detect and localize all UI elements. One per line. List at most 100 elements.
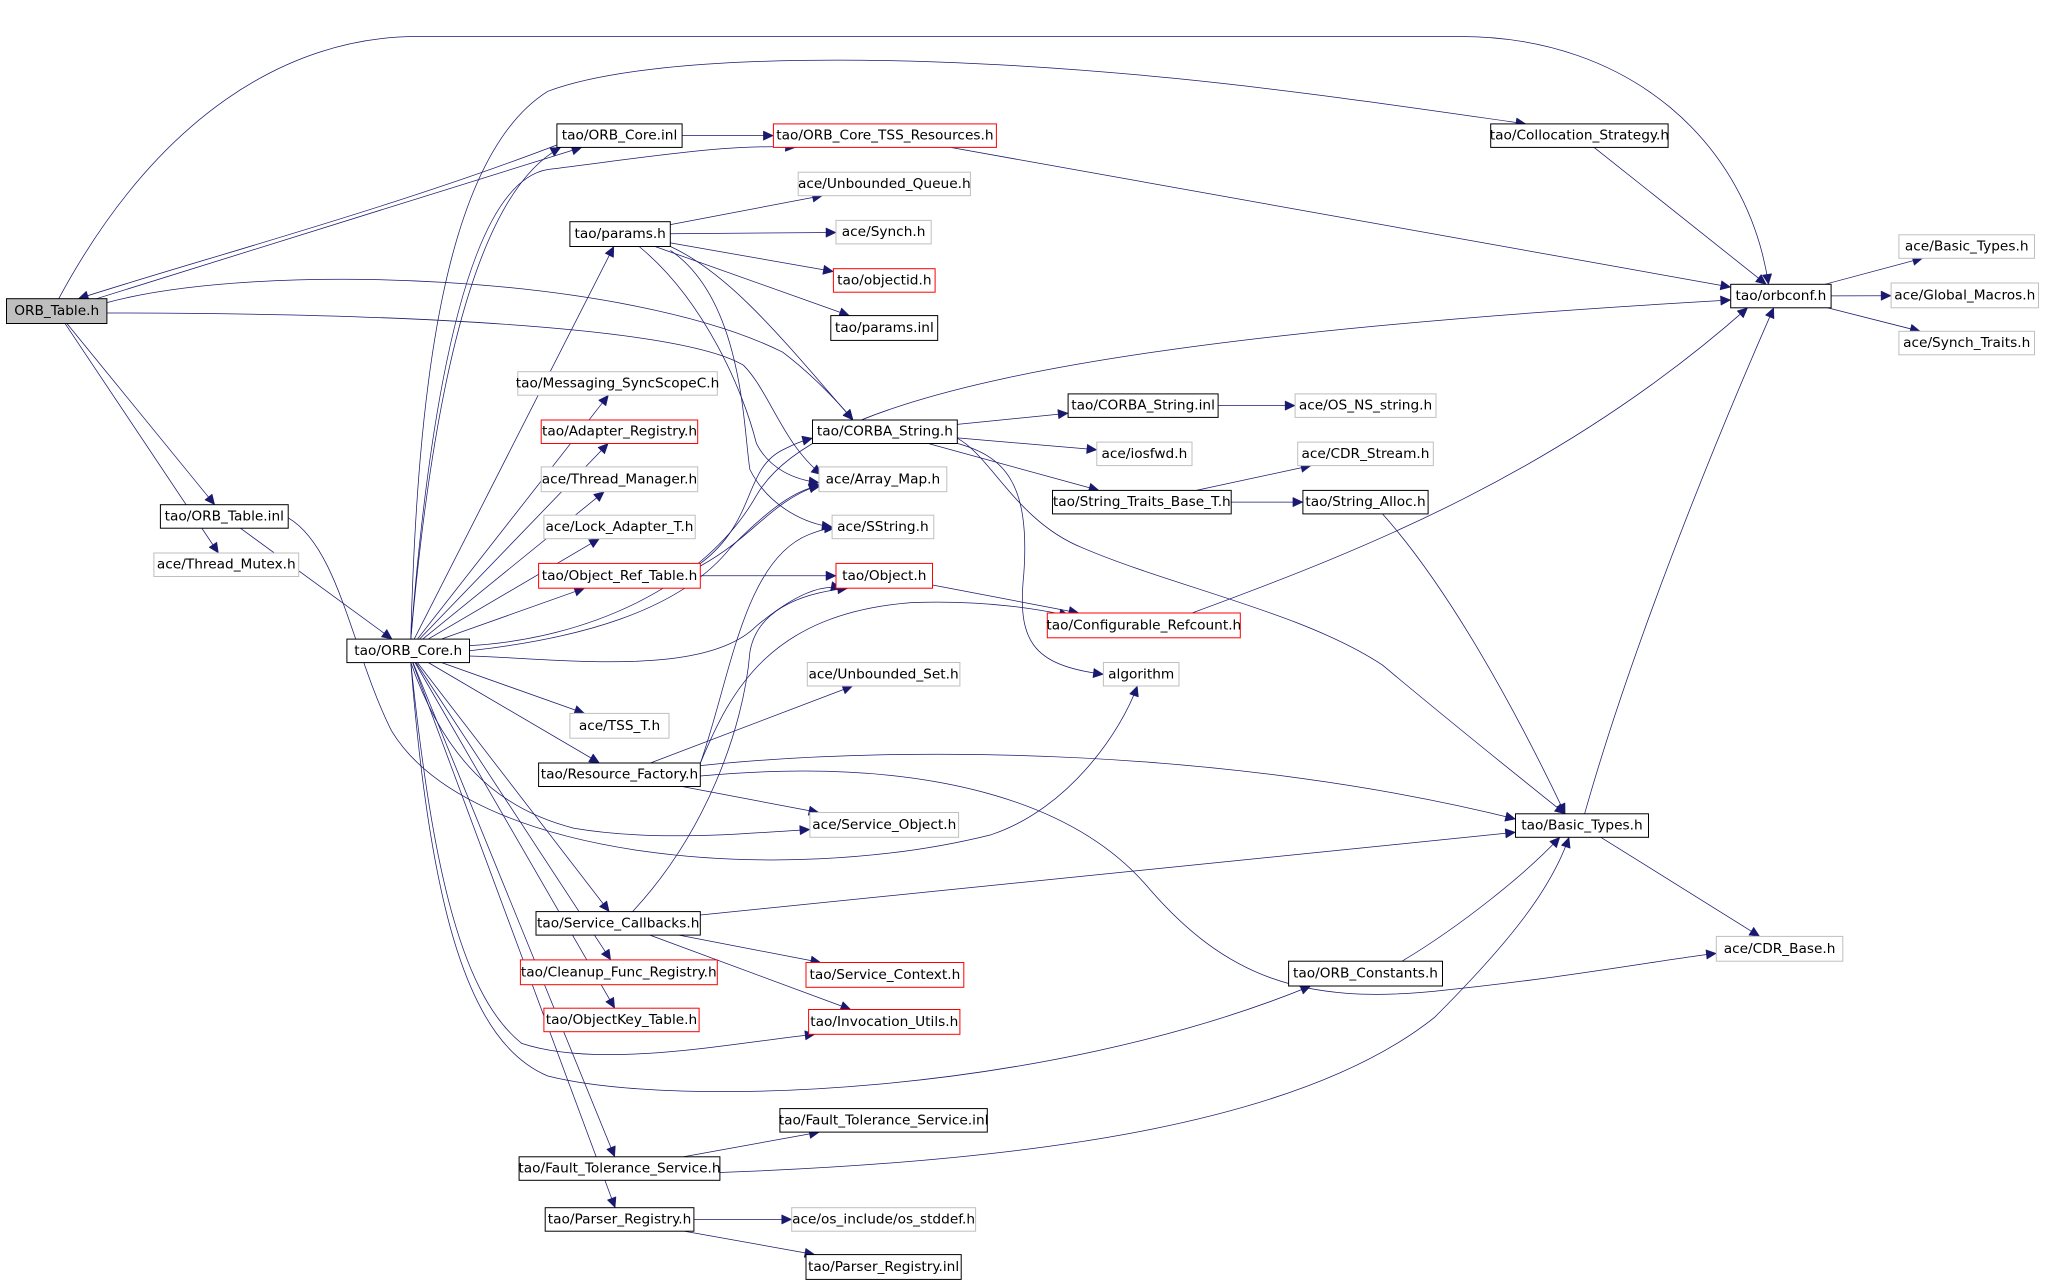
node-box[interactable]	[1890, 282, 2039, 309]
node-box[interactable]	[1046, 612, 1241, 639]
node-global-macros[interactable]: ace/Global_Macros.h	[1890, 282, 2039, 309]
node-box[interactable]	[832, 268, 936, 293]
node-service-object[interactable]: ace/Service_Object.h	[809, 812, 960, 838]
node-box[interactable]	[346, 638, 470, 664]
node-box[interactable]	[1096, 441, 1193, 467]
node-box[interactable]	[835, 219, 932, 245]
node-box[interactable]	[543, 514, 696, 540]
node-parser-registry-inl[interactable]: tao/Parser_Registry.inl	[805, 1254, 962, 1280]
node-box[interactable]	[535, 911, 701, 936]
node-box[interactable]	[805, 962, 965, 988]
node-orb-table-h[interactable]: ORB_Table.h	[6, 298, 108, 325]
node-box[interactable]	[540, 466, 699, 493]
node-cdr-base[interactable]: ace/CDR_Base.h	[1715, 935, 1844, 962]
node-box[interactable]	[797, 171, 971, 197]
node-box[interactable]	[1715, 935, 1844, 962]
node-sstring[interactable]: ace/SString.h	[831, 514, 935, 540]
node-cdr-stream[interactable]: ace/CDR_Stream.h	[1297, 441, 1434, 467]
node-box[interactable]	[556, 123, 683, 148]
node-box[interactable]	[1515, 813, 1649, 838]
node-unbounded-queue[interactable]: ace/Unbounded_Queue.h	[797, 171, 971, 197]
node-invocation-utils[interactable]: tao/Invocation_Utils.h	[808, 1009, 961, 1035]
node-ace-basic-types[interactable]: ace/Basic_Types.h	[1898, 234, 2036, 259]
node-parser-registry-h[interactable]: tao/Parser_Registry.h	[544, 1207, 695, 1232]
node-string-alloc[interactable]: tao/String_Alloc.h	[1302, 489, 1429, 515]
node-box[interactable]	[517, 371, 718, 396]
node-array-map[interactable]: ace/Array_Map.h	[818, 466, 948, 493]
node-box[interactable]	[772, 123, 997, 148]
node-thread-mutex[interactable]: ace/Thread_Mutex.h	[153, 552, 300, 577]
node-box[interactable]	[1297, 441, 1434, 467]
node-orb-table-inl[interactable]: tao/ORB_Table.inl	[159, 504, 289, 529]
node-box[interactable]	[791, 1207, 977, 1232]
node-box[interactable]	[1067, 393, 1219, 418]
node-box[interactable]	[538, 762, 701, 787]
node-unbounded-set[interactable]: ace/Unbounded_Set.h	[806, 662, 961, 687]
node-box[interactable]	[1302, 489, 1429, 515]
node-algorithm[interactable]: algorithm	[1102, 662, 1180, 687]
node-objectid[interactable]: tao/objectid.h	[832, 268, 936, 293]
node-orb-constants[interactable]: tao/ORB_Constants.h	[1288, 960, 1443, 987]
node-box[interactable]	[808, 1009, 961, 1035]
node-adapter-registry[interactable]: tao/Adapter_Registry.h	[540, 419, 699, 444]
node-objectkey-table[interactable]: tao/ObjectKey_Table.h	[543, 1007, 700, 1033]
node-configurable-refcount[interactable]: tao/Configurable_Refcount.h	[1046, 612, 1241, 639]
node-os-ns-string[interactable]: ace/OS_NS_string.h	[1294, 393, 1437, 418]
node-messaging-sync[interactable]: tao/Messaging_SyncScopeC.h	[516, 371, 720, 396]
node-synch-h[interactable]: ace/Synch.h	[835, 219, 932, 245]
node-cleanup-func[interactable]: tao/Cleanup_Func_Registry.h	[519, 959, 718, 986]
node-box[interactable]	[544, 1207, 695, 1232]
node-box[interactable]	[1490, 123, 1669, 148]
node-box[interactable]	[830, 315, 939, 341]
node-box[interactable]	[806, 662, 961, 687]
node-service-context[interactable]: tao/Service_Context.h	[805, 962, 965, 988]
node-box[interactable]	[543, 1007, 700, 1033]
node-box[interactable]	[1898, 234, 2036, 259]
node-resource-factory[interactable]: tao/Resource_Factory.h	[538, 762, 701, 787]
node-object-h[interactable]: tao/Object.h	[835, 562, 933, 589]
node-box[interactable]	[779, 1108, 988, 1133]
node-box[interactable]	[1294, 393, 1437, 418]
node-box[interactable]	[835, 562, 933, 589]
node-box[interactable]	[538, 562, 701, 589]
node-object-ref-table[interactable]: tao/Object_Ref_Table.h	[538, 562, 701, 589]
node-tss-t[interactable]: ace/TSS_T.h	[569, 712, 670, 739]
node-box[interactable]	[540, 419, 699, 444]
node-box[interactable]	[519, 959, 718, 986]
node-box[interactable]	[831, 514, 935, 540]
node-box[interactable]	[518, 1156, 721, 1181]
node-box[interactable]	[6, 298, 108, 325]
node-corba-string-h[interactable]: tao/CORBA_String.h	[812, 419, 958, 444]
node-box[interactable]	[1898, 330, 2036, 356]
node-string-traits[interactable]: tao/String_Traits_Base_T.h	[1052, 489, 1232, 515]
node-thread-manager[interactable]: ace/Thread_Manager.h	[540, 466, 699, 493]
node-corba-string-inl[interactable]: tao/CORBA_String.inl	[1067, 393, 1219, 418]
node-tao-basic-types[interactable]: tao/Basic_Types.h	[1515, 813, 1649, 838]
node-box[interactable]	[818, 466, 948, 493]
node-collocation[interactable]: tao/Collocation_Strategy.h	[1490, 123, 1669, 148]
node-box[interactable]	[1288, 960, 1443, 987]
node-orb-core-tss[interactable]: tao/ORB_Core_TSS_Resources.h	[772, 123, 997, 148]
node-lock-adapter[interactable]: ace/Lock_Adapter_T.h	[543, 514, 696, 540]
node-synch-traits[interactable]: ace/Synch_Traits.h	[1898, 330, 2036, 356]
node-box[interactable]	[153, 552, 300, 577]
node-ft-service-h[interactable]: tao/Fault_Tolerance_Service.h	[518, 1156, 721, 1181]
node-params-h[interactable]: tao/params.h	[569, 221, 671, 247]
node-box[interactable]	[569, 221, 671, 247]
node-params-inl[interactable]: tao/params.inl	[830, 315, 939, 341]
node-box[interactable]	[812, 419, 958, 444]
node-orb-core-h[interactable]: tao/ORB_Core.h	[346, 638, 470, 664]
node-ft-service-inl[interactable]: tao/Fault_Tolerance_Service.inl	[779, 1108, 989, 1133]
node-box[interactable]	[159, 504, 289, 529]
node-box[interactable]	[805, 1254, 962, 1280]
node-service-callbacks[interactable]: tao/Service_Callbacks.h	[535, 911, 701, 936]
node-box[interactable]	[1102, 662, 1180, 687]
node-iosfwd[interactable]: ace/iosfwd.h	[1096, 441, 1193, 467]
node-orbconf[interactable]: tao/orbconf.h	[1730, 283, 1832, 309]
node-box[interactable]	[569, 712, 670, 739]
node-os-stddef[interactable]: ace/os_include/os_stddef.h	[791, 1207, 977, 1232]
node-box[interactable]	[809, 812, 960, 838]
node-box[interactable]	[1052, 489, 1232, 515]
node-orb-core-inl[interactable]: tao/ORB_Core.inl	[556, 123, 683, 148]
node-box[interactable]	[1730, 283, 1832, 309]
